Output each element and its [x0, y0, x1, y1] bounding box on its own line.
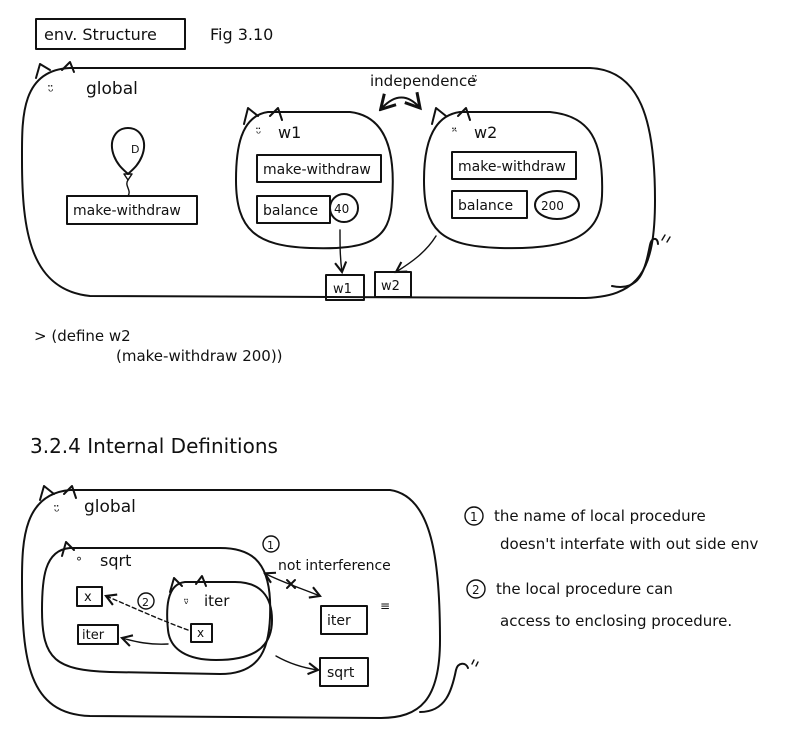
independence-face-icon: ᵕ̈	[472, 74, 478, 90]
global-make-withdraw-box: make-withdraw	[66, 195, 198, 225]
independence-label: independence	[370, 72, 476, 90]
global-frame-top	[20, 61, 671, 299]
w1-make-withdraw-box: make-withdraw	[256, 154, 382, 183]
iter-right-box: iter	[320, 605, 368, 635]
w2-frame	[423, 107, 604, 250]
x-box: x	[76, 586, 103, 607]
svg-text:make-withdraw: make-withdraw	[458, 159, 566, 175]
svg-text:1: 1	[267, 539, 274, 552]
global-face-icon-bottom: ᵕ̈	[54, 504, 60, 520]
sqrt-right-box: sqrt	[319, 657, 369, 687]
svg-text:2: 2	[142, 596, 149, 609]
marker-1-bottom: 1	[262, 535, 280, 553]
sqrt-face-icon: °	[76, 555, 82, 569]
independence-arrow	[382, 98, 420, 109]
global-label-top: global	[86, 79, 138, 99]
w2-balance-value: 200	[534, 190, 580, 220]
svg-text:make-withdraw: make-withdraw	[73, 203, 181, 219]
cross-mark-icon	[286, 579, 296, 589]
global-label-bottom: global	[84, 497, 136, 517]
var-w2-box: w2	[374, 271, 412, 298]
svg-text:x: x	[84, 590, 92, 605]
svg-text:sqrt: sqrt	[327, 665, 355, 681]
svg-text:200: 200	[541, 199, 564, 213]
note-2-marker: 2	[466, 579, 486, 599]
w2-make-withdraw-box: make-withdraw	[451, 151, 577, 180]
w1-label: w1	[278, 123, 301, 142]
iter-pointer-arrow	[119, 634, 169, 647]
w1-balance-value: 40	[329, 193, 359, 223]
sqrt-label: sqrt	[100, 551, 131, 570]
svg-text:make-withdraw: make-withdraw	[263, 162, 371, 178]
svg-text:w1: w1	[333, 282, 352, 297]
svg-text:balance: balance	[263, 203, 318, 219]
w1-balance-box: balance	[256, 195, 331, 224]
sqrt-pointer-arrow	[275, 655, 321, 676]
not-interference-label: not interference	[278, 558, 391, 574]
svg-text:2: 2	[472, 583, 480, 597]
svg-text:D: D	[131, 143, 139, 156]
svg-text:iter: iter	[327, 613, 351, 629]
svg-text:balance: balance	[458, 198, 513, 214]
w1-frame	[235, 107, 394, 250]
svg-text:env. Structure: env. Structure	[44, 25, 157, 44]
note-1-line-1: the name of local procedure	[494, 507, 706, 525]
note-1-marker: 1	[464, 506, 484, 526]
svg-text:1: 1	[470, 510, 478, 524]
svg-text:40: 40	[334, 202, 349, 216]
w2-balance-box: balance	[451, 190, 528, 219]
code-line-2: (make-withdraw 200))	[116, 347, 283, 365]
w2-label: w2	[474, 123, 497, 142]
global-frame-bottom	[21, 485, 479, 719]
w2-face-icon: ᵔ̈	[451, 127, 457, 142]
note-1-line-2: doesn't interfate with out side env	[500, 535, 758, 553]
iter-face-icon: ᵛ̈	[184, 597, 189, 611]
note-2-line-2: access to enclosing procedure.	[500, 612, 732, 630]
access-arrow-dashed	[104, 593, 189, 631]
note-2-line-1: the local procedure can	[496, 580, 673, 598]
whisker-mark-icon: ≡	[380, 599, 390, 613]
global-face-icon: ᵕ̈	[48, 84, 54, 100]
fig-label: Fig 3.10	[210, 25, 273, 44]
w1-face-icon: ᵕ̈	[255, 127, 261, 142]
marker-2-bottom: 2	[137, 592, 155, 610]
section-heading: 3.2.4 Internal Definitions	[30, 434, 278, 458]
w2-pointer-arrow	[394, 235, 437, 274]
svg-text:iter: iter	[82, 628, 105, 643]
sqrt-frame	[41, 541, 272, 675]
var-w1-box: w1	[325, 274, 365, 301]
iter-label: iter	[204, 592, 230, 610]
svg-text:x: x	[197, 626, 204, 640]
iter-box: iter	[77, 624, 119, 645]
balloon-icon: D	[110, 127, 146, 197]
title-box: env. Structure	[35, 18, 186, 50]
w1-pointer-arrow	[334, 229, 348, 275]
x-box-inner: x	[190, 623, 213, 643]
svg-text:w2: w2	[381, 279, 400, 294]
iter-frame	[166, 575, 273, 661]
code-line-1: > (define w2	[34, 327, 131, 345]
